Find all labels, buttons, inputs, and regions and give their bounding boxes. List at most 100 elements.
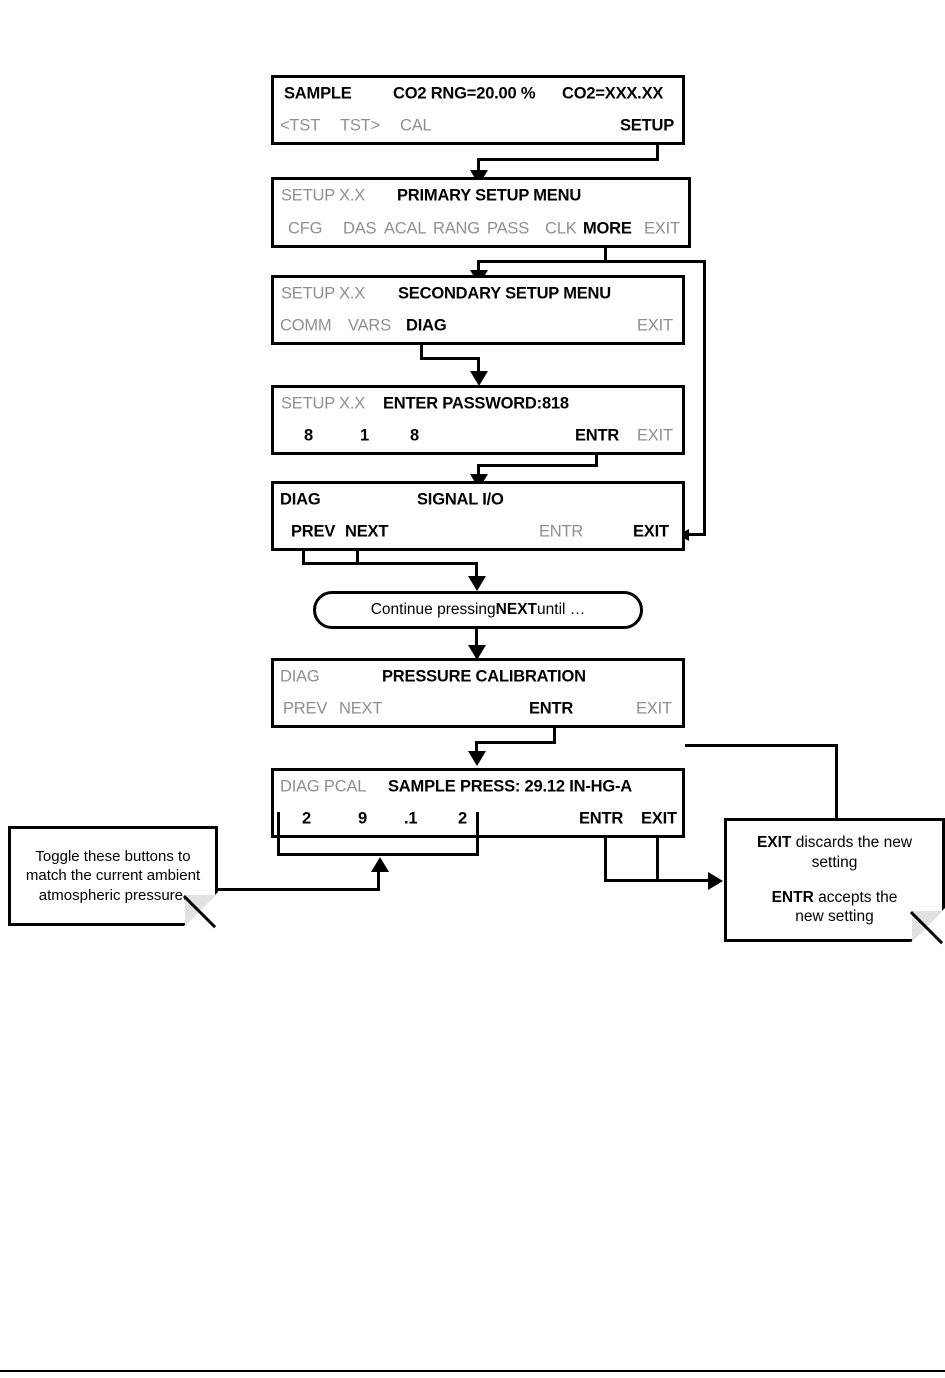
digit-bracket-right [476, 812, 479, 856]
screen-title: SIGNAL I/O [417, 490, 504, 509]
panel-row-bottom: 2 9 .1 2 ENTR EXIT [274, 803, 682, 835]
softkey-entr[interactable]: ENTR [575, 426, 620, 445]
softkey-exit[interactable]: EXIT [644, 219, 680, 238]
note-right-line-3: ENTR accepts the [757, 888, 912, 908]
softkey-diag[interactable]: DIAG [406, 316, 447, 335]
softkey-next[interactable]: NEXT [345, 522, 389, 541]
note-right-exit-key: EXIT [756, 833, 792, 851]
status-sample: SAMPLE [284, 84, 352, 103]
connector-diag-stub [420, 345, 423, 360]
connector-entr-horizontal [477, 464, 598, 467]
connector-prevnext-down [475, 562, 478, 579]
softkey-exit[interactable]: EXIT [633, 522, 669, 541]
softkey-next-test[interactable]: TST> [340, 116, 380, 135]
connector-more-stub [604, 248, 607, 263]
context-label: SETUP X.X [281, 186, 366, 205]
password-digit-2[interactable]: 1 [360, 426, 369, 445]
softkey-entr[interactable]: ENTR [539, 522, 584, 541]
panel-row-bottom: 8 1 8 ENTR EXIT [274, 420, 682, 452]
panel-row-top: SETUP X.X ENTER PASSWORD:818 [274, 388, 682, 420]
arrow-into-digit-bracket [370, 857, 389, 872]
softkey-pass[interactable]: PASS [487, 219, 529, 238]
connector-exit-return-horizontal [689, 533, 706, 536]
pressure-digit-1[interactable]: 2 [302, 809, 311, 828]
softkey-prev[interactable]: PREV [283, 699, 328, 718]
bubble-suffix: until … [537, 601, 586, 618]
softkey-cfg[interactable]: CFG [288, 219, 323, 238]
note-right-spacer [757, 873, 912, 888]
softkey-more[interactable]: MORE [583, 219, 632, 238]
context-label: DIAG [280, 490, 321, 509]
panel-row-bottom: PREV NEXT ENTR EXIT [274, 516, 682, 548]
softkey-setup[interactable]: SETUP [620, 116, 675, 135]
panel-row-bottom: PREV NEXT ENTR EXIT [274, 693, 682, 725]
lcd-panel-sample: SAMPLE CO2 RNG=20.00 % CO2=XXX.XX <TST T… [271, 75, 685, 145]
pressure-digit-3[interactable]: .1 [404, 809, 418, 828]
connector-more-right-branch [703, 260, 706, 536]
connector-setup-stub [656, 145, 659, 161]
pressure-digit-4[interactable]: 2 [458, 809, 467, 828]
context-label: SETUP X.X [281, 394, 366, 413]
softkey-clk[interactable]: CLK [545, 219, 577, 238]
connector-setup-horizontal [477, 158, 659, 161]
softkey-exit[interactable]: EXIT [637, 426, 673, 445]
note-left-line-2: match the current ambient [25, 867, 201, 885]
softkey-next[interactable]: NEXT [339, 699, 383, 718]
arrow-into-sample-press [468, 751, 486, 766]
softkey-prev-test[interactable]: <TST [280, 116, 320, 135]
context-label: DIAG [280, 667, 320, 686]
connector-bubble-down [475, 629, 478, 647]
connector-sp-entr-stub [604, 838, 607, 882]
context-label: DIAG PCAL [280, 777, 367, 796]
connector-entr-stub [595, 455, 598, 467]
pressure-readout: SAMPLE PRESS: 29.12 IN-HG-A [388, 777, 632, 796]
password-digit-1[interactable]: 8 [304, 426, 313, 445]
softkey-das[interactable]: DAS [343, 219, 377, 238]
continue-pressing-bubble: Continue pressing NEXT until … [313, 591, 643, 629]
panel-row-top: DIAG SIGNAL I/O [274, 484, 682, 516]
connector-leftnote-up [377, 870, 380, 891]
softkey-acal[interactable]: ACAL [384, 219, 427, 238]
softkey-prev[interactable]: PREV [291, 522, 336, 541]
connector-pcal-to-note-down [835, 744, 838, 821]
connector-diag-down [477, 357, 480, 374]
panel-row-top: DIAG PCAL SAMPLE PRESS: 29.12 IN-HG-A [274, 771, 682, 803]
digit-bracket-bottom [277, 853, 479, 856]
note-left-line-3: atmospheric pressure. [38, 886, 188, 904]
menu-title: SECONDARY SETUP MENU [398, 284, 611, 303]
context-label: SETUP X.X [281, 284, 366, 303]
softkey-exit[interactable]: EXIT [637, 316, 673, 335]
password-digit-3[interactable]: 8 [410, 426, 419, 445]
digit-bracket-left [277, 812, 280, 856]
connector-leftnote-horizontal [216, 888, 380, 891]
arrow-into-continue-bubble [468, 576, 486, 591]
softkey-comm[interactable]: COMM [280, 316, 332, 335]
lcd-panel-enter-password: SETUP X.X ENTER PASSWORD:818 8 1 8 ENTR … [271, 385, 685, 455]
panel-row-top: SAMPLE CO2 RNG=20.00 % CO2=XXX.XX [274, 78, 682, 110]
pressure-digit-2[interactable]: 9 [358, 809, 367, 828]
note-right-exit-rest: discards the new [791, 833, 913, 851]
softkey-exit[interactable]: EXIT [641, 809, 677, 828]
arrow-into-right-note [708, 871, 723, 890]
connector-entr-down [477, 464, 480, 477]
panel-row-top: SETUP X.X SECONDARY SETUP MENU [274, 278, 682, 310]
softkey-entr[interactable]: ENTR [529, 699, 574, 718]
connector-prevnext-horizontal [302, 562, 478, 565]
connector-more-down [477, 260, 480, 273]
note-toggle-buttons: Toggle these buttons to match the curren… [8, 826, 218, 926]
softkey-entr[interactable]: ENTR [579, 809, 624, 828]
panel-row-bottom: COMM VARS DIAG EXIT [274, 310, 682, 342]
note-right-line-2: setting [811, 853, 858, 871]
softkey-exit[interactable]: EXIT [636, 699, 672, 718]
lcd-panel-signal-io: DIAG SIGNAL I/O PREV NEXT ENTR EXIT [271, 481, 685, 551]
panel-row-bottom: CFG DAS ACAL RANG PASS CLK MORE EXIT [274, 213, 688, 246]
connector-next-stub [356, 551, 359, 565]
softkey-rang[interactable]: RANG [433, 219, 480, 238]
note-right-entr-key: ENTR [771, 888, 814, 906]
softkey-cal[interactable]: CAL [400, 116, 432, 135]
note-right-line-4: new setting [795, 908, 874, 926]
softkey-vars[interactable]: VARS [348, 316, 391, 335]
note-exit-entr-behavior: EXIT discards the new setting ENTR accep… [724, 818, 945, 942]
lcd-panel-pressure-calibration: DIAG PRESSURE CALIBRATION PREV NEXT ENTR… [271, 658, 685, 728]
